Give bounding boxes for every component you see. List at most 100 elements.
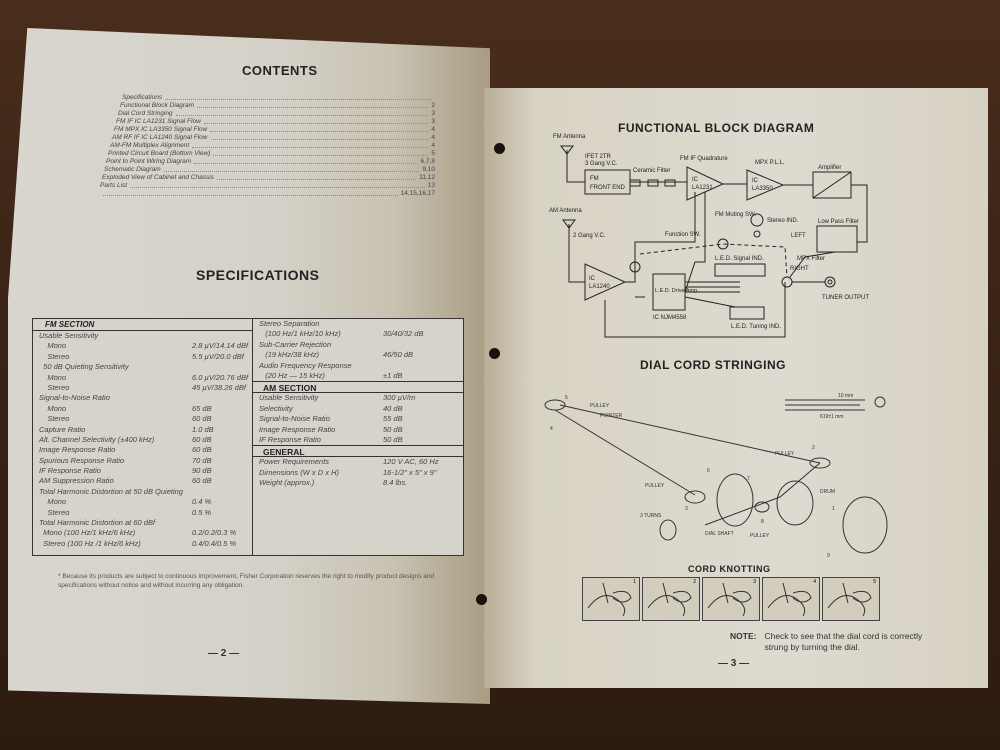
spec-value: 40 dB (383, 403, 403, 413)
spec-row: Audio Frequency Response (253, 361, 463, 371)
toc-label: FM IF IC LA1231 Signal Flow (116, 118, 201, 125)
ic-la1240 (584, 263, 627, 301)
spec-value: 16-1/2" x 5" x 9" (383, 467, 437, 477)
toc-page: 4 (431, 142, 435, 149)
toc-leader (210, 134, 429, 140)
am-section-header: AM SECTION (253, 381, 463, 394)
spec-value: 60 dB (192, 434, 212, 444)
toc-leader (165, 94, 432, 100)
spec-value (192, 393, 252, 403)
fm-section-header: FM SECTION (33, 319, 252, 331)
spec-value (192, 518, 252, 528)
spec-value: 70 dB (192, 455, 212, 465)
spec-value: 0.4 % (192, 497, 212, 507)
svg-text:L.E.D. Drive Amp.: L.E.D. Drive Amp. (655, 288, 699, 294)
spec-value: 50 dB (383, 434, 403, 444)
knot-step-number: 2 (693, 579, 696, 585)
spec-label: Stereo (100 Hz /1 kHz/6 kHz) (39, 538, 141, 548)
knot-step-panel: 4 (762, 577, 820, 621)
svg-text:IC: IC (752, 178, 759, 184)
knot-step-panel: 5 (822, 577, 880, 621)
specifications-title: SPECIFICATIONS (196, 267, 320, 283)
svg-text:TUNER OUTPUT: TUNER OUTPUT (822, 295, 869, 301)
svg-text:FRONT END: FRONT END (590, 185, 626, 191)
spec-row: Mono 2.8 µV/14.14 dBf (33, 341, 252, 351)
spec-label: IF Response Ratio (259, 434, 321, 444)
knot-step-panel: 1 (582, 577, 640, 621)
svg-text:8: 8 (761, 519, 764, 525)
spec-label: Spurious Response Ratio (39, 455, 125, 465)
spec-label: Alt. Channel Selectivity (±400 kHz) (39, 434, 155, 444)
spec-row: Total Harmonic Distortion at 50 dB Quiet… (33, 487, 252, 497)
svg-text:FM Muting SW.: FM Muting SW. (715, 212, 756, 218)
svg-text:3 Gang V.C.: 3 Gang V.C. (585, 161, 618, 167)
spec-label: Image Response Ratio (39, 445, 116, 455)
note-label: NOTE: (730, 631, 757, 641)
knot-step-number: 1 (633, 579, 636, 585)
toc-leader (213, 150, 429, 156)
page-number-left: — 2 — (208, 648, 240, 659)
spec-row: (20 Hz — 15 kHz)±1 dB (253, 371, 463, 381)
spec-value: 1.0 dB (192, 424, 214, 434)
toc-entry[interactable]: 14,15,16,17 (100, 190, 435, 198)
toc-entry[interactable]: Specifications (100, 94, 435, 102)
spec-label: Selectivity (259, 403, 293, 413)
dial-cord-diagram: PULLEY POINTER PULLEY PULLEY DRUM 3 TURN… (544, 393, 888, 559)
knot-step-panel: 2 (642, 577, 700, 621)
spec-label: Mono (39, 341, 67, 351)
svg-text:7: 7 (747, 476, 750, 482)
note-text: Check to see that the dial cord is corre… (764, 631, 923, 652)
binder-hole (489, 348, 500, 359)
toc-label: Specifications (122, 94, 163, 101)
svg-text:FM IF Quadrature: FM IF Quadrature (680, 156, 728, 162)
spec-label: Mono (100 Hz/1 kHz/6 kHz) (39, 528, 136, 538)
spec-label: Audio Frequency Response (259, 360, 352, 370)
svg-text:DIAL SHAFT: DIAL SHAFT (705, 531, 734, 537)
hand-knot-illustration (767, 582, 812, 617)
spec-value: 60 dB (192, 445, 212, 455)
svg-text:IC NJM4558: IC NJM4558 (653, 315, 687, 321)
spec-value: 120 V AC, 60 Hz (383, 457, 439, 467)
svg-text:6: 6 (707, 468, 710, 474)
block-diagram-title: FUNCTIONAL BLOCK DIAGRAM (618, 121, 815, 135)
spec-label: Total Harmonic Distortion at 50 dB Quiet… (39, 486, 183, 496)
svg-text:LA3350: LA3350 (752, 186, 773, 192)
toc-page: 4 (431, 134, 435, 141)
svg-text:Amplifier: Amplifier (818, 165, 841, 171)
dial-cord-title: DIAL CORD STRINGING (640, 358, 786, 372)
spec-value: 2.8 µV/14.14 dBf (192, 341, 249, 351)
toc-entry[interactable]: Printed Circuit Board (Bottom View)5 (100, 150, 435, 158)
spec-label: IF Response Ratio (39, 466, 101, 476)
svg-text:AM Antenna: AM Antenna (549, 208, 582, 214)
functional-block-diagram: FM Antenna IFET 2TR 3 Gang V.C. FM FRONT… (549, 134, 869, 338)
spec-label: Weight (approx.) (259, 478, 315, 488)
svg-text:5: 5 (565, 395, 568, 401)
svg-text:PULLEY: PULLEY (645, 483, 665, 489)
svg-text:619±1 mm: 619±1 mm (820, 414, 844, 420)
svg-text:POINTER: POINTER (600, 413, 623, 419)
toc-label: Exploded View of Cabinet and Chassis (102, 174, 214, 181)
toc-leader (175, 110, 429, 116)
spec-label: Total Harmonic Distortion at 60 dBf (39, 518, 156, 528)
spec-value (383, 319, 463, 329)
